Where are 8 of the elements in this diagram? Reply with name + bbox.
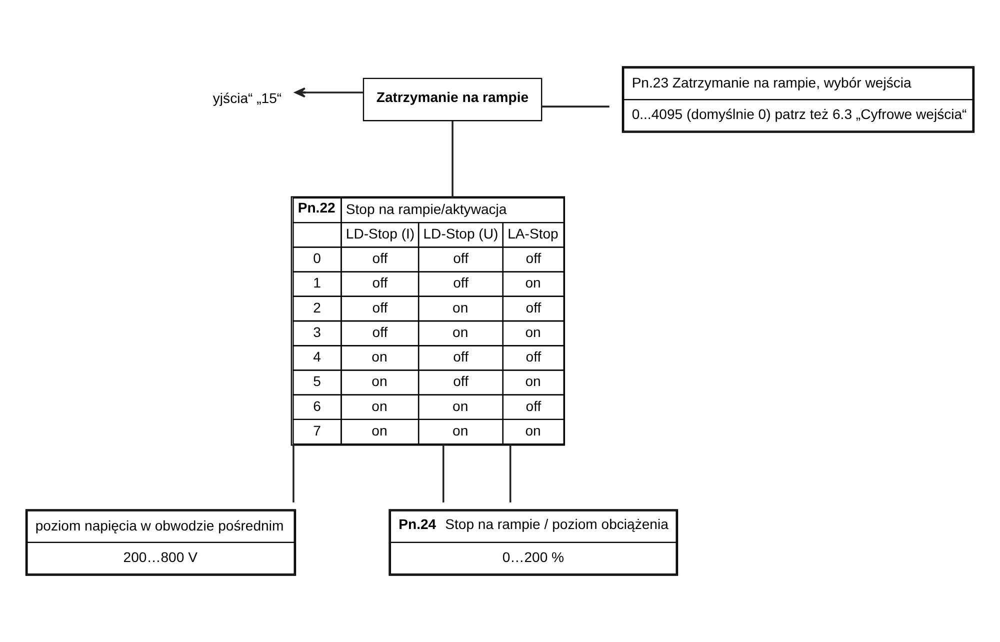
node-box: Zatrzymanie na rampie [362, 78, 542, 122]
connector [452, 120, 454, 198]
node-text: yjścia“ „15“ [212, 90, 282, 106]
connector [509, 444, 512, 502]
connector [542, 106, 610, 108]
arrow [294, 87, 364, 98]
connector [292, 444, 294, 502]
connector [442, 444, 444, 502]
